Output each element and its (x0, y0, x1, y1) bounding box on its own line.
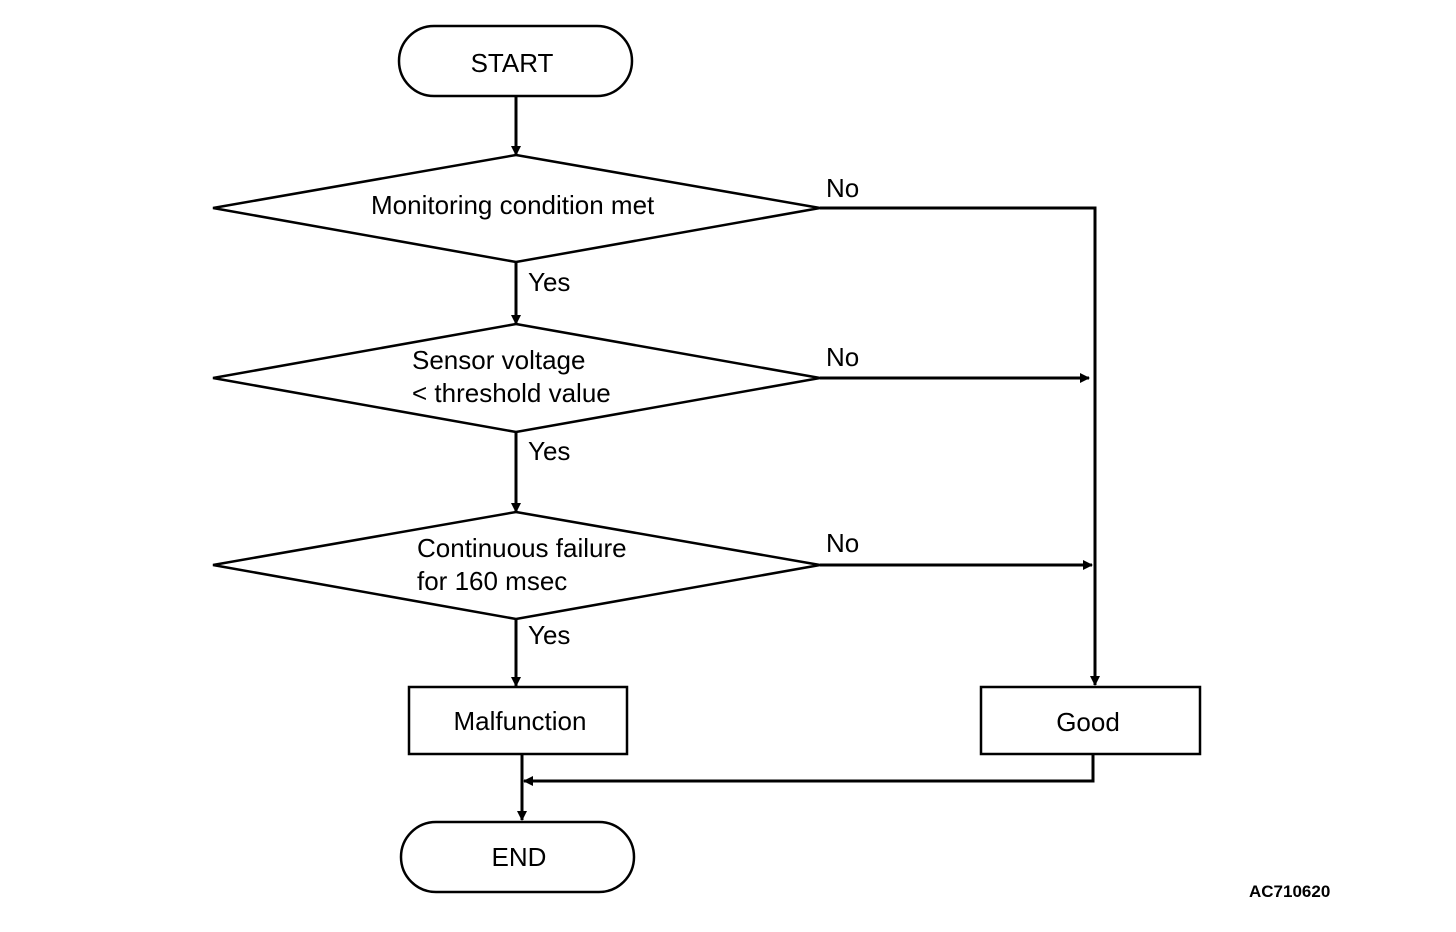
start-label: START (471, 48, 554, 78)
decision-3-label-line-2: for 160 msec (417, 566, 567, 596)
malfunction-box (407, 685, 629, 756)
malfunction-label: Malfunction (454, 706, 587, 736)
decision-2-label-line-1: Sensor voltage (412, 345, 585, 375)
decision-1-label: Monitoring condition met (371, 190, 655, 220)
figure-code: AC710620 (1249, 882, 1330, 901)
good-label: Good (1056, 707, 1120, 737)
decision-2-yes-label: Yes (528, 436, 570, 466)
end-label: END (492, 842, 547, 872)
connector-decision-1-no (820, 206, 1100, 686)
decision-2-no-label: No (826, 342, 859, 372)
decision-1-yes-label: Yes (528, 267, 570, 297)
decision-2-label-line-2: < threshold value (412, 378, 611, 408)
decision-3-no-label: No (826, 528, 859, 558)
end-terminal (399, 820, 636, 894)
decision-1-no-label: No (826, 173, 859, 203)
decision-3-label-line-1: Continuous failure (417, 533, 627, 563)
decision-3-yes-label: Yes (528, 620, 570, 650)
good-box (979, 685, 1202, 756)
connector-good-to-end (523, 754, 1095, 786)
